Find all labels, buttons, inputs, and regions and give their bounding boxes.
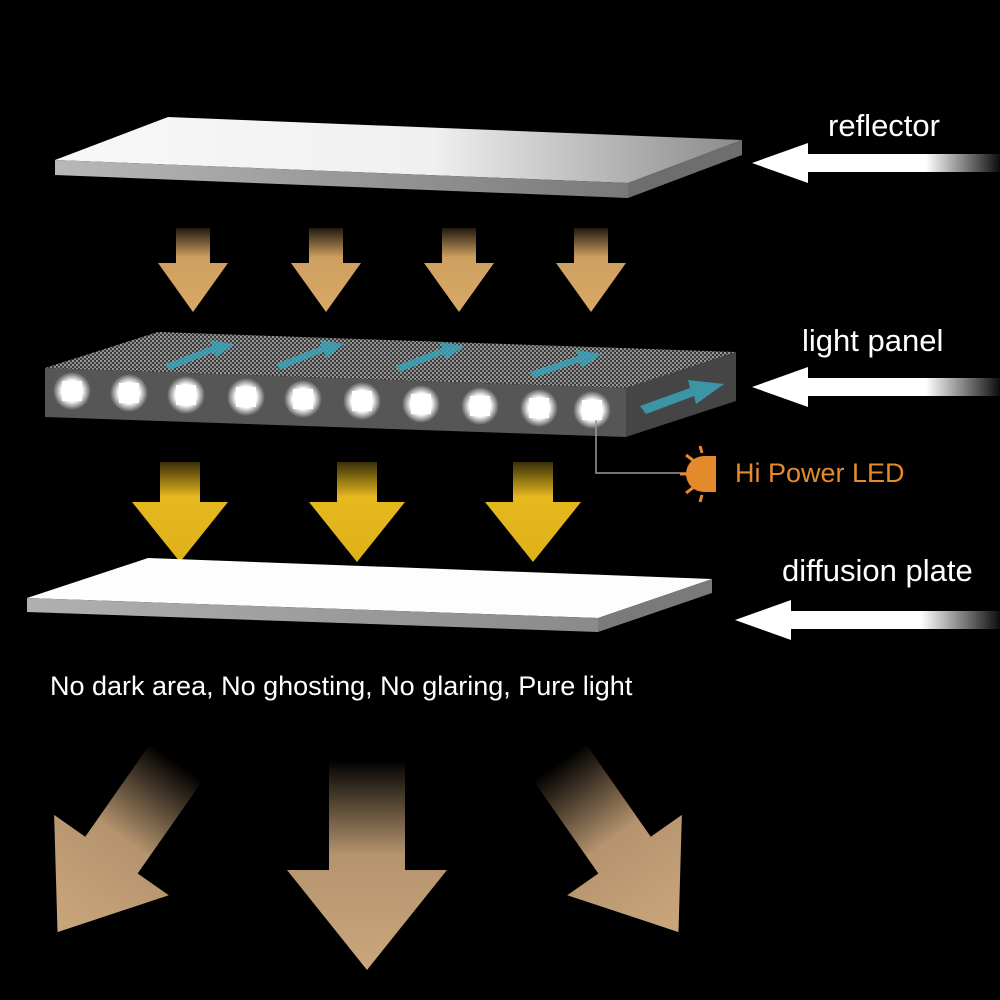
led-7	[402, 385, 440, 423]
output-light-arrows	[54, 743, 682, 970]
led-6	[343, 382, 381, 420]
led-9	[520, 389, 558, 427]
led-2	[110, 374, 148, 412]
led-10	[573, 391, 611, 429]
white-arrow-icon	[735, 600, 1000, 640]
reflector-label: reflector	[828, 108, 940, 143]
led-5	[284, 380, 322, 418]
diffusion-plate-label: diffusion plate	[782, 553, 973, 588]
reflector-plate	[55, 117, 742, 198]
led-4	[227, 378, 265, 416]
light-flow-arrows	[166, 340, 724, 414]
led-3	[167, 376, 205, 414]
led-light-icon	[680, 445, 716, 503]
output-arrow-right	[532, 743, 682, 933]
hi-power-led-label: Hi Power LED	[735, 458, 905, 488]
output-arrow-left	[54, 743, 204, 933]
light-panel	[45, 332, 736, 437]
diffusion-plate	[27, 558, 712, 632]
led-leader-line	[595, 420, 690, 474]
white-arrow-icon	[752, 143, 1000, 183]
led-row	[53, 372, 611, 429]
benefits-caption: No dark area, No ghosting, No glaring, P…	[50, 671, 633, 701]
reflected-light-arrows	[158, 228, 626, 312]
led-8	[461, 387, 499, 425]
light-panel-label: light panel	[802, 323, 944, 358]
output-arrow-center	[287, 760, 447, 970]
led-1	[53, 372, 91, 410]
emitted-light-arrows	[132, 462, 581, 562]
white-arrow-icon	[752, 367, 1000, 407]
